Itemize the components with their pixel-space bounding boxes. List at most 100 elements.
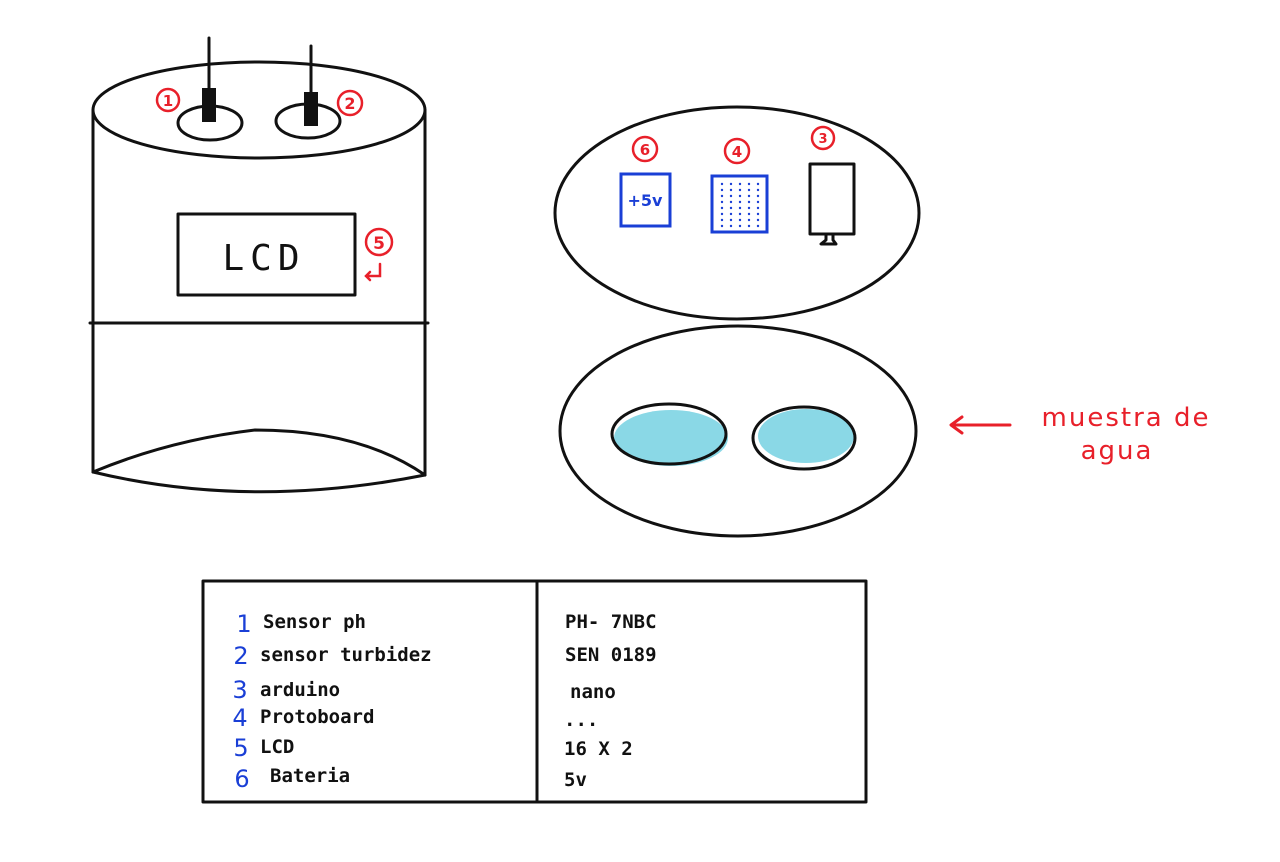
protoboard-hole — [747, 206, 751, 210]
protoboard-hole — [747, 188, 751, 192]
arduino-board — [808, 162, 856, 236]
water-sample-2-fill — [758, 409, 854, 463]
protoboard-hole — [756, 206, 760, 210]
protoboard-hole — [738, 194, 742, 198]
legend-row-4-num: 4 — [232, 704, 247, 732]
protoboard-hole — [729, 200, 733, 204]
marker-6: 6 — [631, 135, 659, 163]
marker-5-label: 5 — [373, 234, 385, 254]
water-sample-2 — [751, 405, 857, 471]
marker-5-arrow-icon — [364, 262, 382, 282]
marker-5: 5 — [364, 227, 394, 282]
top-view-ellipse — [553, 105, 921, 321]
cylinder-top-ellipse — [91, 60, 427, 160]
protoboard-holes — [720, 182, 760, 228]
protoboard-hole — [738, 206, 742, 210]
legend-row-2-name: sensor turbidez — [260, 644, 432, 666]
protoboard-hole — [729, 182, 733, 186]
lcd-label: LCD — [222, 238, 305, 279]
bottom-view-water: muestra de agua — [558, 324, 1211, 538]
protoboard-hole — [747, 218, 751, 222]
top-view-electronics: +5v 6 4 3 — [553, 105, 921, 321]
legend-row-4-name: Protoboard — [260, 706, 374, 728]
protoboard-hole — [729, 194, 733, 198]
protoboard-hole — [756, 188, 760, 192]
protoboard-hole — [747, 200, 751, 204]
bottom-view-ellipse — [558, 324, 918, 538]
protoboard-hole — [720, 212, 724, 216]
legend-table: 1 Sensor ph PH- 7NBC 2 sensor turbidez S… — [201, 579, 868, 804]
protoboard-hole — [738, 188, 742, 192]
protoboard-hole — [747, 224, 751, 228]
protoboard-hole — [756, 182, 760, 186]
protoboard-hole — [756, 212, 760, 216]
marker-3: 3 — [810, 125, 836, 151]
protoboard-hole — [720, 182, 724, 186]
protoboard-hole — [756, 218, 760, 222]
protoboard-hole — [729, 188, 733, 192]
legend-row-5-value: 16 X 2 — [564, 738, 633, 760]
legend-row-1-value: PH- 7NBC — [565, 611, 657, 633]
legend-row-3-name: arduino — [260, 679, 340, 701]
legend-row-3-num: 3 — [232, 676, 247, 704]
protoboard-hole — [729, 218, 733, 222]
water-sample-1 — [610, 402, 728, 466]
protoboard-hole — [720, 206, 724, 210]
battery-label: +5v — [628, 191, 664, 210]
protoboard-hole — [756, 194, 760, 198]
marker-4-label: 4 — [732, 143, 742, 161]
protoboard-hole — [720, 188, 724, 192]
marker-2: 2 — [336, 89, 364, 117]
legend-row-5-num: 5 — [233, 734, 248, 762]
annotation-text-line1: muestra de — [1042, 403, 1211, 433]
marker-4: 4 — [723, 137, 751, 165]
protoboard-hole — [729, 212, 733, 216]
protoboard-box — [710, 174, 769, 234]
protoboard-hole — [738, 200, 742, 204]
protoboard-hole — [729, 206, 733, 210]
water-annotation: muestra de agua — [949, 403, 1211, 466]
protoboard-hole — [747, 182, 751, 186]
legend-row-5-name: LCD — [260, 736, 294, 758]
protoboard-hole — [738, 218, 742, 222]
lcd-screen — [176, 212, 357, 297]
legend-row-2-value: SEN 0189 — [565, 644, 657, 666]
protoboard-hole — [747, 194, 751, 198]
legend-row-6-name: Bateria — [270, 765, 350, 787]
legend-row-6-value: 5v — [564, 769, 587, 791]
legend-row-6-num: 6 — [234, 765, 249, 793]
cylinder-bottom-curve — [91, 470, 427, 494]
probe-2-sensor — [304, 92, 318, 126]
protoboard-hole — [738, 182, 742, 186]
legend-row-3-value: nano — [570, 681, 616, 703]
legend-row-4-value: ... — [564, 709, 598, 731]
arduino-usb-connector — [819, 232, 838, 246]
legend-row-1-name: Sensor ph — [263, 611, 366, 633]
protoboard-hole — [756, 224, 760, 228]
marker-2-label: 2 — [344, 94, 355, 113]
water-sample-1-fill — [614, 410, 728, 466]
legend-row-1-num: 1 — [236, 610, 251, 638]
protoboard-hole — [720, 218, 724, 222]
protoboard-hole — [720, 224, 724, 228]
battery-box — [619, 172, 672, 228]
marker-1: 1 — [155, 87, 181, 113]
protoboard-hole — [756, 200, 760, 204]
probe-1-sensor — [202, 88, 216, 122]
protoboard-hole — [747, 212, 751, 216]
protoboard-hole — [738, 224, 742, 228]
cylinder-inner-bottom-curve — [91, 428, 427, 477]
protoboard-hole — [720, 194, 724, 198]
legend-border — [201, 579, 868, 804]
cylinder-container: 1 2 LCD 5 — [88, 36, 430, 494]
arrow-left-icon — [949, 415, 964, 435]
marker-1-label: 1 — [163, 92, 173, 110]
protoboard-hole — [720, 200, 724, 204]
annotation-text-line2: agua — [1081, 436, 1154, 466]
marker-3-label: 3 — [818, 132, 827, 147]
marker-6-label: 6 — [640, 141, 650, 159]
legend-row-2-num: 2 — [233, 642, 248, 670]
protoboard-hole — [738, 212, 742, 216]
protoboard-hole — [729, 224, 733, 228]
